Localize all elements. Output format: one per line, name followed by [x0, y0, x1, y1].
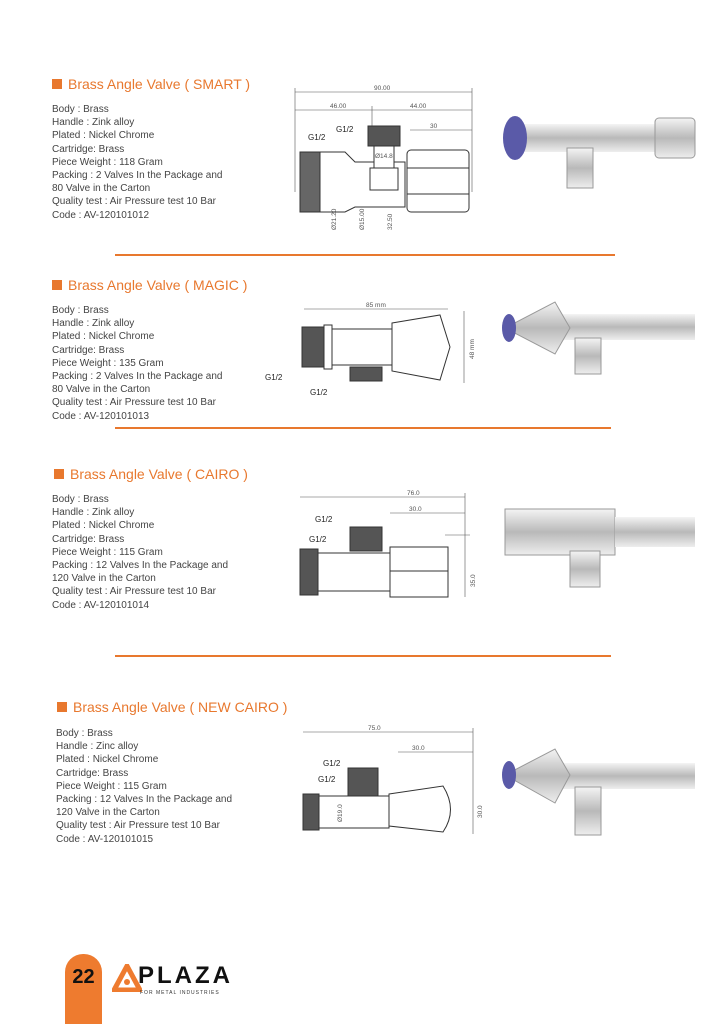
dim-height: 35.0 — [470, 574, 477, 587]
dim-d: Ø19.0 — [337, 804, 344, 822]
technical-drawing: 85 mm 48 mm G1/2 G1/2 — [265, 302, 476, 397]
spec-line: 80 Valve in the Carton — [52, 183, 151, 195]
dim-d1: Ø14.8 — [375, 153, 393, 160]
dim-height: 48 mm — [469, 339, 476, 359]
spec-line: Code : AV-120101013 — [52, 410, 150, 422]
spec-line: Plated : Nickel Chrome — [52, 130, 155, 142]
spec-line: 80 Valve in the Carton — [52, 384, 151, 396]
product-title: Brass Angle Valve ( NEW CAIRO ) — [57, 699, 287, 715]
thread-label: G1/2 — [265, 373, 283, 382]
product-title: Brass Angle Valve ( MAGIC ) — [52, 277, 247, 293]
dim-total: 85 mm — [366, 302, 386, 309]
spec-line: Quality test : Air Pressure test 10 Bar — [52, 196, 216, 208]
spec-line: Handle : Zink alloy — [52, 507, 135, 519]
bullet-square — [52, 79, 62, 89]
spec-line: 120 Valve in the Carton — [52, 573, 156, 585]
spec-line: Packing : 12 Valves In the Package and — [52, 560, 229, 572]
technical-drawing: 75.0 30.0 30.0 Ø19.0 G1/2 G1/2 — [302, 725, 484, 834]
dim-d3: Ø15.00 — [359, 208, 366, 230]
spec-line: Cartridge: Brass — [52, 143, 125, 155]
product-photo — [502, 301, 695, 375]
section-divider — [115, 254, 615, 256]
thread-label: G1/2 — [310, 388, 328, 397]
spec-line: Packing : 2 Valves In the Package and — [52, 371, 223, 383]
spec-line: Code : AV-120101014 — [52, 599, 150, 611]
thread-label: G1/2 — [308, 133, 326, 142]
section-divider — [115, 427, 611, 429]
thread-label: G1/2 — [309, 535, 327, 544]
spec-line: Handle : Zinc alloy — [56, 741, 139, 753]
spec-line: Plated : Nickel Chrome — [56, 754, 159, 766]
brand-tagline: FOR METAL INDUSTRIES — [140, 990, 220, 996]
title-text: Brass Angle Valve ( MAGIC ) — [68, 277, 248, 293]
spec-line: Plated : Nickel Chrome — [52, 331, 155, 343]
product-photo — [503, 116, 696, 189]
spec-line: Code : AV-120101015 — [56, 833, 154, 845]
spec-line: Handle : Zink alloy — [52, 318, 135, 330]
spec-line: 120 Valve in the Carton — [56, 807, 160, 819]
spec-line: Quality test : Air Pressure test 10 Bar — [56, 820, 220, 832]
dim-height: 30.0 — [477, 805, 484, 818]
spec-line: Cartridge: Brass — [52, 533, 125, 545]
spec-line: Piece Weight : 118 Gram — [52, 156, 163, 168]
dim-c: 30 — [430, 123, 438, 130]
spec-line: Body : Brass — [52, 494, 109, 505]
thread-label: G1/2 — [315, 515, 333, 524]
spec-line: Packing : 12 Valves In the Package and — [56, 794, 233, 806]
plaza-logo-icon — [112, 964, 142, 992]
dim-b: 44.00 — [410, 103, 427, 110]
spec-line: Code : AV-120101012 — [52, 209, 150, 221]
title-text: Brass Angle Valve ( SMART ) — [68, 76, 251, 92]
dim-d4: 32.50 — [387, 213, 394, 230]
spec-line: Cartridge: Brass — [56, 767, 129, 779]
dim-total: 75.0 — [368, 725, 381, 732]
page-number: 22 — [72, 966, 95, 988]
spec-line: Piece Weight : 115 Gram — [56, 780, 167, 792]
dim-c: 30.0 — [409, 506, 422, 513]
bullet-square — [54, 469, 64, 479]
title-text: Brass Angle Valve ( CAIRO ) — [70, 466, 248, 482]
product-title: Brass Angle Valve ( CAIRO ) — [54, 466, 248, 482]
dim-c: 30.0 — [412, 745, 425, 752]
spec-line: Plated : Nickel Chrome — [52, 520, 155, 532]
thread-label: G1/2 — [336, 125, 354, 134]
spec-line: Body : Brass — [56, 728, 113, 739]
bullet-square — [52, 280, 62, 290]
product-title: Brass Angle Valve ( SMART ) — [52, 76, 250, 92]
thread-label: G1/2 — [318, 775, 336, 784]
spec-line: Piece Weight : 115 Gram — [52, 546, 163, 558]
dim-d2: Ø21.20 — [331, 208, 338, 230]
title-text: Brass Angle Valve ( NEW CAIRO ) — [73, 699, 288, 715]
spec-line: Piece Weight : 135 Gram — [52, 357, 164, 369]
spec-line: Cartridge: Brass — [52, 344, 125, 356]
technical-drawing: 76.0 30.0 35.0 G1/2 G1/2 — [299, 490, 477, 598]
page-number-tab — [65, 954, 102, 1024]
bullet-square — [57, 702, 67, 712]
spec-line: Packing : 2 Valves In the Package and — [52, 170, 223, 182]
section-divider — [115, 655, 611, 657]
spec-line: Handle : Zink alloy — [52, 117, 135, 129]
product-photo — [504, 508, 695, 588]
spec-line: Quality test : Air Pressure test 10 Bar — [52, 586, 216, 598]
spec-line: Body : Brass — [52, 305, 109, 316]
brand-name: PLAZA — [138, 962, 233, 989]
spec-line: Quality test : Air Pressure test 10 Bar — [52, 397, 216, 409]
thread-label: G1/2 — [323, 759, 341, 768]
spec-line: Body : Brass — [52, 104, 109, 115]
dim-total: 76.0 — [407, 490, 420, 497]
product-photo — [502, 748, 695, 836]
dim-total: 90.00 — [374, 85, 391, 92]
dim-a: 46.00 — [330, 103, 347, 110]
technical-drawing: 90.00 46.00 44.00 30 G1/2 G1/2 Ø14.8 Ø21… — [294, 85, 473, 230]
